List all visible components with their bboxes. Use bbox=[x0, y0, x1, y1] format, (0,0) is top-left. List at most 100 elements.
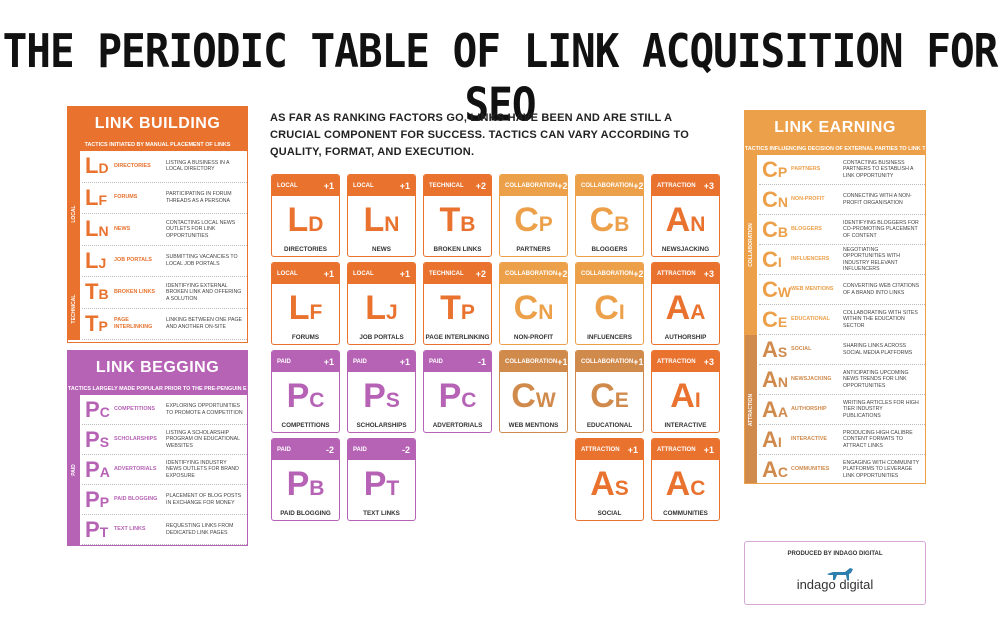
tile-score: +2 bbox=[557, 180, 568, 191]
tile-header: PAID -2 bbox=[348, 439, 415, 460]
element-description: ENGAGING WITH COMMUNITY PLATFORMS TO LEV… bbox=[843, 459, 919, 479]
element-description: COLLABORATING WITH SITES WITHIN THE EDUC… bbox=[843, 309, 918, 329]
element-name: SCHOLARSHIPS bbox=[114, 436, 157, 442]
tile-category: LOCAL bbox=[277, 270, 298, 277]
element-description: IDENTIFYING INDUSTRY NEWS OUTLETS FOR BR… bbox=[166, 459, 239, 479]
tile-score: -1 bbox=[477, 356, 486, 367]
element-symbol: AI bbox=[762, 426, 782, 452]
element-name: JOB PORTALS bbox=[114, 257, 152, 264]
tile-symbol: TP bbox=[440, 289, 475, 327]
element-name: PAGE INTERLINKING bbox=[114, 316, 153, 330]
tile-name: BLOGGERS bbox=[591, 246, 628, 253]
tile-score: +1 bbox=[399, 268, 410, 279]
tile-name: FORUMS bbox=[291, 334, 320, 341]
tile-name: ADVERTORIALS bbox=[432, 422, 483, 429]
element-symbol: LF bbox=[85, 184, 108, 210]
tile-score: -2 bbox=[325, 444, 334, 455]
tile-symbol: PC bbox=[438, 377, 477, 415]
element-description: WRITING ARTICLES FOR HIGH TIER INDUSTRY … bbox=[843, 399, 919, 419]
tile-header: ATTRACTION+3 bbox=[652, 263, 719, 284]
tile-score: +2 bbox=[475, 180, 486, 191]
element-name: BLOGGERS bbox=[791, 226, 822, 232]
tile-score: +2 bbox=[557, 268, 568, 279]
panel-title: LINK BEGGING bbox=[68, 351, 247, 384]
tile-name: COMMUNITIES bbox=[663, 510, 708, 517]
element-name: NON-PROFIT bbox=[791, 196, 825, 202]
element-description: CONTACTING BUSINESS PARTNERS TO ESTABLIS… bbox=[843, 159, 914, 179]
element-name: SOCIAL bbox=[791, 346, 812, 352]
element-name: PAID BLOGGING bbox=[114, 496, 158, 502]
tile-header: COLLABORATION+1 bbox=[576, 351, 643, 372]
tile-name: BROKEN LINKS bbox=[433, 246, 482, 253]
element-symbol: PT bbox=[85, 516, 109, 542]
tile-category: TECHNICAL bbox=[429, 270, 464, 277]
element-symbol: PP bbox=[85, 486, 110, 512]
element-name: EDUCATIONAL bbox=[791, 316, 830, 322]
tile-category: ATTRACTION bbox=[581, 446, 620, 453]
tile-header: LOCAL+1 bbox=[348, 263, 415, 284]
panel-subtitle: TACTICS LARGELY MADE POPULAR PRIOR TO TH… bbox=[68, 384, 247, 395]
tile-header: COLLABORATION+2 bbox=[500, 263, 567, 284]
tile-name: NEWS bbox=[372, 246, 391, 253]
group-label: COLLABORATION bbox=[745, 155, 757, 335]
tile-name: DIRECTORIES bbox=[284, 246, 327, 253]
element-name: COMPETITIONS bbox=[114, 406, 156, 412]
link-building-panel: LINK BUILDING TACTICS INITIATED BY MANUA… bbox=[67, 106, 248, 343]
produced-by-label: PRODUCED BY INDAGO DIGITAL bbox=[787, 551, 883, 557]
tile-score: +1 bbox=[323, 268, 334, 279]
tile-symbol: AC bbox=[665, 465, 706, 503]
tile-name: PARTNERS bbox=[516, 246, 551, 253]
tile-name: SOCIAL bbox=[597, 510, 622, 517]
tile-header: PAID-2 bbox=[272, 439, 339, 460]
tile-score: +3 bbox=[703, 268, 714, 279]
element-name: FORUMS bbox=[114, 194, 138, 201]
group-label: TECHNICAL bbox=[68, 277, 80, 340]
tile-score: +1 bbox=[633, 356, 644, 367]
tile-score: +2 bbox=[633, 268, 644, 279]
tile-score: +3 bbox=[703, 180, 714, 191]
element-name: INTERACTIVE bbox=[791, 436, 827, 442]
link-begging-panel: LINK BEGGING TACTICS LARGELY MADE POPULA… bbox=[67, 350, 248, 546]
group-label: ATTRACTION bbox=[745, 335, 757, 483]
element-name: COMMUNITIES bbox=[791, 466, 830, 472]
tile-header: LOCAL +1 bbox=[272, 263, 339, 284]
element-symbol: AA bbox=[762, 396, 789, 422]
tile-category: COLLABORATION bbox=[505, 270, 558, 277]
tile-header: ATTRACTION+1 bbox=[576, 439, 643, 460]
tile-score: -2 bbox=[401, 444, 410, 455]
produced-by-box: PRODUCED BY INDAGO DIGITAL indago digita… bbox=[744, 541, 926, 605]
element-symbol: PS bbox=[85, 426, 110, 452]
tile-category: PAID bbox=[353, 446, 367, 453]
tile-header: COLLABORATION+2 bbox=[576, 263, 643, 284]
tile-name: PAID BLOGGING bbox=[280, 510, 331, 517]
tile-score: +1 bbox=[323, 356, 334, 367]
element-symbol: AN bbox=[762, 366, 789, 392]
tile-symbol: CB bbox=[589, 201, 630, 239]
tile-name: COMPETITIONS bbox=[281, 422, 330, 429]
element-name: DIRECTORIES bbox=[114, 162, 151, 169]
element-symbol: CI bbox=[762, 246, 782, 272]
tile-score: +1 bbox=[323, 180, 334, 191]
element-description: EXPLORING OPPORTUNITIES TO PROMOTE A COM… bbox=[166, 403, 243, 416]
tile-name: PAGE INTERLINKING bbox=[425, 334, 490, 341]
element-symbol: AS bbox=[762, 336, 788, 362]
tile-category: TECHNICAL bbox=[429, 182, 464, 189]
element-symbol: LN bbox=[85, 216, 109, 242]
tile-symbol: AI bbox=[670, 377, 701, 415]
